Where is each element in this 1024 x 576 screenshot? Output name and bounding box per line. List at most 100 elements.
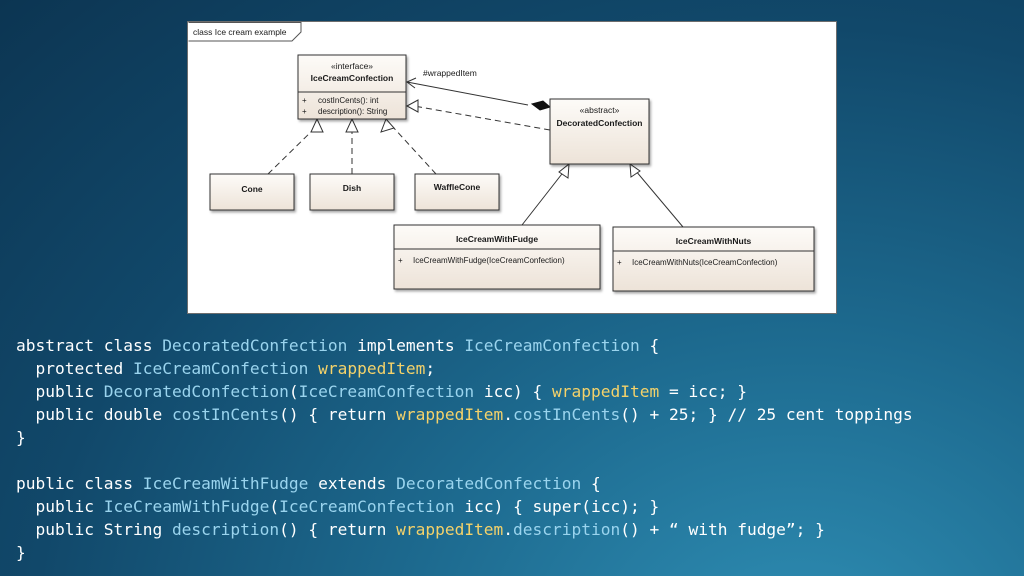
uml-class-diagram: class Ice cream example <box>187 21 837 314</box>
code-line: public DecoratedConfection(IceCreamConfe… <box>16 382 746 401</box>
class-decoratedconfection: «abstract» DecoratedConfection <box>549 98 650 165</box>
class-icecreamwithnuts: IceCreamWithNuts + IceCreamWithNuts(IceC… <box>612 226 815 292</box>
code-keyword: public class <box>16 474 143 493</box>
nuts-name: IceCreamWithNuts <box>676 236 752 246</box>
code-block: abstract class DecoratedConfection imple… <box>16 334 913 564</box>
code-keyword: abstract class <box>16 336 163 355</box>
member-fudge-constructor: IceCreamWithFudge(IceCreamConfection) <box>413 256 565 265</box>
association-arrowhead <box>406 77 417 89</box>
class-box <box>414 173 500 211</box>
code-type: IceCreamWithFudge <box>142 474 309 493</box>
code-type: IceCreamConfection <box>132 359 309 378</box>
wrapped-item-association-line <box>406 81 529 106</box>
wafflecone-realization-line <box>391 125 437 175</box>
code-keyword: protected <box>16 359 133 378</box>
wafflecone-triangle <box>380 118 395 133</box>
code-keyword: ( <box>269 497 280 516</box>
code-line: public class IceCreamWithFudge extends D… <box>16 474 601 493</box>
abstract-name: DecoratedConfection <box>557 118 643 128</box>
member-description: description(): String <box>318 107 387 116</box>
code-type: IceCreamConfection <box>279 497 455 516</box>
code-keyword: public <box>16 382 104 401</box>
class-dish: Dish <box>309 173 395 211</box>
code-line: } <box>16 428 26 447</box>
code-line: protected IceCreamConfection wrappedItem… <box>16 359 435 378</box>
member-costincents: costInCents(): int <box>318 96 379 105</box>
code-keyword: } <box>16 428 26 447</box>
code-line: public double costInCents() { return wra… <box>16 405 913 424</box>
interface-stereotype: «interface» <box>331 61 373 71</box>
code-keyword: . <box>503 520 514 539</box>
code-identifier: wrappedItem <box>396 405 504 424</box>
class-icecreamwithfudge: IceCreamWithFudge + IceCreamWithFudge(Ic… <box>393 224 601 290</box>
member-nuts-constructor: IceCreamWithNuts(IceCreamConfection) <box>632 258 778 267</box>
code-type: IceCreamConfection <box>298 382 475 401</box>
code-keyword: ; <box>425 359 436 378</box>
class-box <box>549 98 650 165</box>
abstract-realization-line <box>413 105 551 131</box>
code-identifier: wrappedItem <box>552 382 660 401</box>
code-keyword: public double <box>16 405 172 424</box>
cone-name: Cone <box>241 184 263 194</box>
code-keyword: } <box>16 543 26 562</box>
fudge-triangle <box>558 162 570 179</box>
class-wafflecone: WaffleCone <box>414 173 500 211</box>
code-identifier: wrappedItem <box>396 520 504 539</box>
association-label: #wrappedItem <box>423 68 477 78</box>
code-keyword: extends <box>308 474 397 493</box>
class-box <box>309 173 395 211</box>
cone-realization-line <box>267 125 318 175</box>
interface-name: IceCreamConfection <box>311 73 394 83</box>
class-box <box>612 226 815 292</box>
code-keyword <box>308 359 318 378</box>
fudge-name: IceCreamWithFudge <box>456 234 538 244</box>
code-type: costInCents <box>171 405 280 424</box>
code-type: costInCents <box>513 405 621 424</box>
class-box <box>297 54 407 120</box>
code-type: description <box>513 520 621 539</box>
code-line: public String description() { return wra… <box>16 520 825 539</box>
code-type: DecoratedConfection <box>103 382 289 401</box>
member-visibility: + <box>302 96 307 105</box>
class-cone: Cone <box>209 173 295 211</box>
nuts-generalization-line <box>634 169 684 228</box>
uml-diagram-canvas: class Ice cream example <box>188 22 815 292</box>
inheritance-arrowheads <box>310 99 641 179</box>
code-keyword: implements <box>347 336 465 355</box>
member-visibility: + <box>617 258 622 267</box>
code-type: IceCreamConfection <box>464 336 640 355</box>
code-identifier: wrappedItem <box>318 359 426 378</box>
class-box <box>393 224 601 290</box>
connectors <box>267 77 684 228</box>
code-keyword: () { return <box>279 405 397 424</box>
class-icecreamconfection: «interface» IceCreamConfection + costInC… <box>297 54 407 120</box>
frame-tab <box>188 22 302 42</box>
member-visibility: + <box>302 107 307 116</box>
code-keyword: () + “ with fudge”; } <box>620 520 825 539</box>
code-line: abstract class DecoratedConfection imple… <box>16 336 659 355</box>
code-type: IceCreamWithFudge <box>103 497 270 516</box>
member-visibility: + <box>398 256 403 265</box>
class-box <box>209 173 295 211</box>
nuts-triangle <box>629 162 641 178</box>
dish-name: Dish <box>343 183 361 193</box>
abstract-triangle <box>405 99 419 113</box>
code-type: DecoratedConfection <box>396 474 582 493</box>
code-keyword: { <box>581 474 601 493</box>
code-type: DecoratedConfection <box>162 336 348 355</box>
wafflecone-name: WaffleCone <box>434 182 481 192</box>
code-keyword: public String <box>16 520 172 539</box>
code-line: } <box>16 543 26 562</box>
frame-label: class Ice cream example <box>193 27 287 37</box>
code-line: public IceCreamWithFudge(IceCreamConfect… <box>16 497 659 516</box>
fudge-generalization-line <box>521 169 566 226</box>
code-type: description <box>171 520 280 539</box>
code-keyword: icc) { super(icc); } <box>454 497 660 516</box>
aggregation-diamond <box>530 100 552 111</box>
code-keyword: ( <box>288 382 299 401</box>
code-keyword: () + 25; } // 25 cent toppings <box>620 405 913 424</box>
code-keyword: icc) { <box>474 382 553 401</box>
code-keyword: . <box>503 405 514 424</box>
code-keyword: { <box>639 336 660 355</box>
